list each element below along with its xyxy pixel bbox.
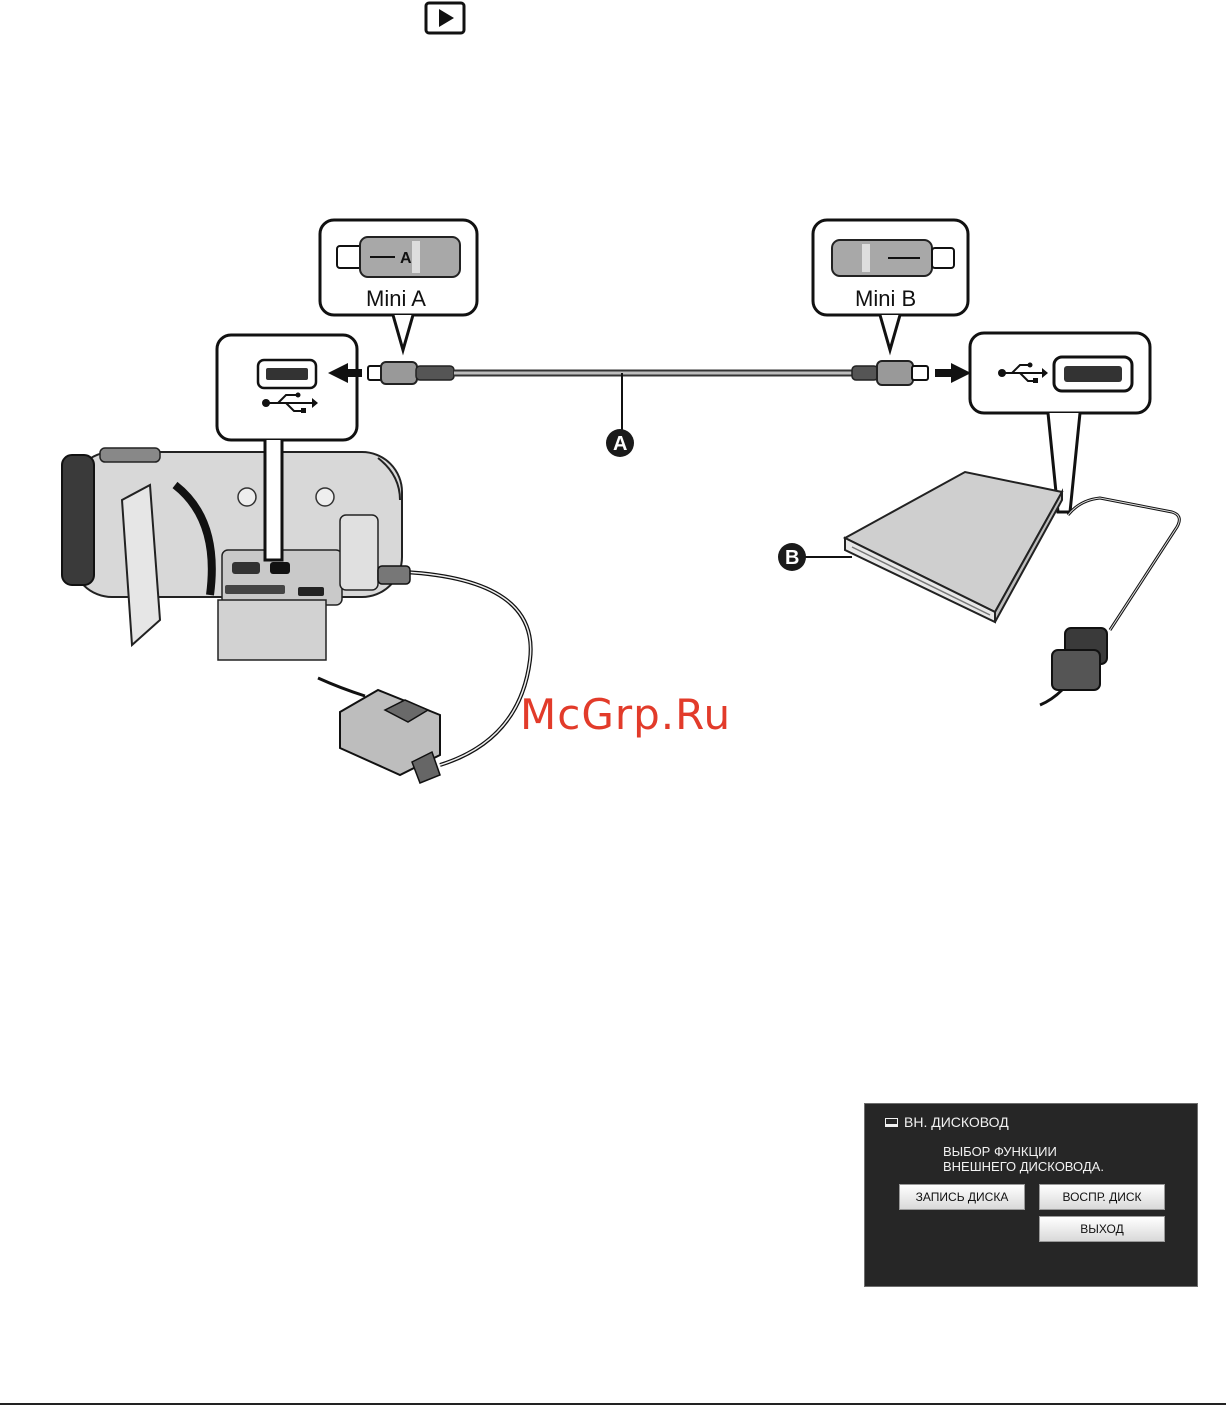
- menu-message: ВЫБОР ФУНКЦИИ ВНЕШНЕГО ДИСКОВОДА.: [943, 1144, 1104, 1174]
- menu-message-line1: ВЫБОР ФУНКЦИИ: [943, 1144, 1104, 1159]
- svg-text:A: A: [400, 250, 412, 267]
- exit-button[interactable]: ВЫХОД: [1039, 1216, 1165, 1242]
- marker-b-text: B: [785, 547, 799, 569]
- disc-write-button[interactable]: ЗАПИСЬ ДИСКА: [899, 1184, 1025, 1210]
- menu-message-line2: ВНЕШНЕГО ДИСКОВОДА.: [943, 1159, 1104, 1174]
- mini-a-label: Mini A: [366, 286, 426, 311]
- usb-cable: [368, 361, 928, 432]
- external-drive-menu-screen: ВН. ДИСКОВОД ВЫБОР ФУНКЦИИ ВНЕШНЕГО ДИСК…: [864, 1103, 1198, 1287]
- drive-icon: [885, 1118, 898, 1127]
- mini-b-callout: Mini B: [813, 220, 968, 350]
- mini-a-callout: A Mini A: [320, 220, 477, 350]
- watermark-text: McGrp.Ru: [520, 690, 731, 739]
- external-drive-illustration: [845, 472, 1179, 705]
- mini-b-label: Mini B: [855, 286, 916, 311]
- menu-title-text: ВН. ДИСКОВОД: [904, 1114, 1009, 1130]
- bottom-divider: [0, 1403, 1226, 1405]
- marker-b: B: [778, 543, 852, 571]
- ac-adaptor-illustration: [318, 566, 531, 783]
- disc-playback-button[interactable]: ВОСПР. ДИСК: [1039, 1184, 1165, 1210]
- marker-a-text: A: [613, 433, 627, 455]
- marker-a: A: [606, 429, 634, 457]
- camcorder-illustration: [62, 448, 402, 660]
- arrow-to-drive: [935, 363, 971, 383]
- menu-title: ВН. ДИСКОВОД: [885, 1114, 1009, 1130]
- playback-mode-icon: [424, 1, 466, 35]
